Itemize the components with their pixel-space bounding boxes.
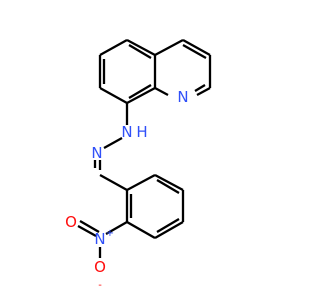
nitro-oxygen-charge: - bbox=[98, 280, 102, 291]
atom-n-quinoline: N bbox=[177, 88, 188, 106]
nitro-group bbox=[77, 220, 128, 258]
nitrophenyl-ring bbox=[125, 173, 185, 239]
quinoline-pyridine-ring bbox=[154, 38, 212, 97]
atom-n-imine: N bbox=[91, 144, 102, 162]
quinoline-benzo-ring bbox=[98, 38, 157, 105]
atom-o-nitro-bottom: O bbox=[94, 258, 106, 276]
atom-o-nitro-top: O bbox=[65, 213, 77, 231]
nitro-nitrogen-charge: + bbox=[106, 228, 114, 239]
structure-svg: N H N N N + O O - bbox=[65, 38, 212, 291]
molecule-diagram: N H N N N + O O - bbox=[65, 38, 212, 291]
hydrazone-linker bbox=[93, 103, 129, 192]
atom-n-nitro: N bbox=[94, 230, 105, 248]
atom-n-amine: N bbox=[121, 123, 132, 141]
atom-h-amine: H bbox=[136, 123, 147, 141]
